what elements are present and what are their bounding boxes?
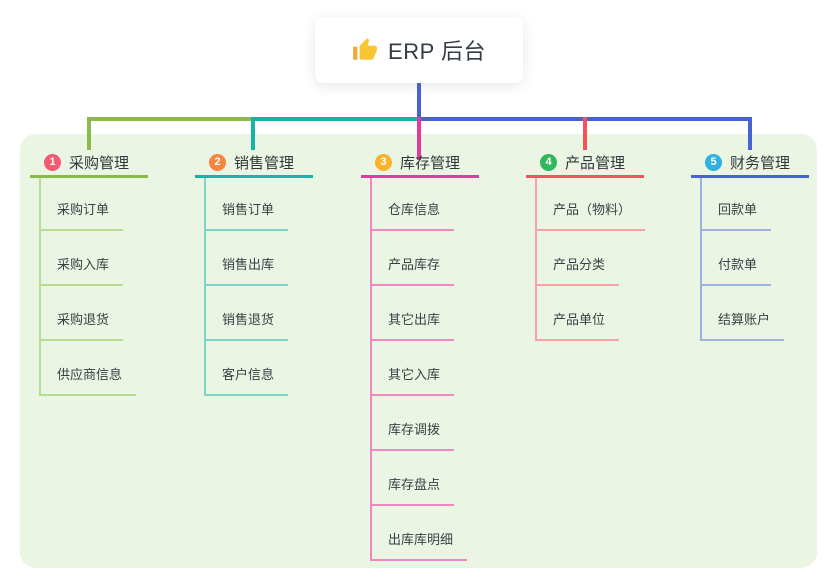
branch-header-2[interactable]: 2 销售管理 [209,151,294,173]
branch-number-badge: 5 [705,153,722,171]
branch-number-badge: 1 [44,153,61,171]
leaf-node[interactable]: 销售退货 [204,310,289,341]
leaf-node[interactable]: 产品分类 [535,255,620,286]
branch-title: 财务管理 [730,154,791,172]
branch-number-badge: 3 [375,153,392,171]
branch-trunk-line [535,178,537,341]
branch-underline [195,175,313,178]
branch-title: 产品管理 [565,154,626,172]
branch-title: 销售管理 [234,154,295,172]
root-node-erp[interactable]: ERP 后台 [315,17,523,83]
leaf-node[interactable]: 采购订单 [39,200,124,231]
branch-trunk-line [204,178,206,396]
connector-rail-segment [253,117,417,121]
leaf-node[interactable]: 销售订单 [204,200,289,231]
branch-header-3[interactable]: 3 库存管理 [375,151,460,173]
leaf-node[interactable]: 产品库存 [370,255,455,286]
leaf-node[interactable]: 结算账户 [700,310,785,341]
connector-drop-line [583,117,587,150]
branch-number-badge: 4 [540,153,557,171]
branch-trunk-line [39,178,41,396]
connector-drop-line [251,117,255,150]
root-node-title: ERP 后台 [388,39,486,64]
branch-header-5[interactable]: 5 财务管理 [705,151,790,173]
branch-underline [361,175,479,178]
leaf-node[interactable]: 付款单 [700,255,772,286]
branch-header-4[interactable]: 4 产品管理 [540,151,625,173]
leaf-node[interactable]: 产品单位 [535,310,620,341]
connector-drop-line [417,117,421,160]
branch-underline [526,175,644,178]
root-connector-line [417,83,421,121]
leaf-node[interactable]: 供应商信息 [39,365,137,396]
leaf-node[interactable]: 其它入库 [370,365,455,396]
thumbs-up-icon [352,37,378,63]
branch-number-badge: 2 [209,153,226,171]
branches-panel [20,134,817,568]
branch-underline [691,175,809,178]
leaf-node[interactable]: 库存调拨 [370,420,455,451]
leaf-node[interactable]: 回款单 [700,200,772,231]
leaf-node[interactable]: 销售出库 [204,255,289,286]
branch-header-1[interactable]: 1 采购管理 [44,151,129,173]
connector-rail-segment [87,117,253,121]
leaf-node[interactable]: 客户信息 [204,365,289,396]
leaf-node[interactable]: 其它出库 [370,310,455,341]
branch-trunk-line [700,178,702,341]
branch-title: 库存管理 [400,154,461,172]
connector-drop-line [87,117,91,150]
leaf-node[interactable]: 采购退货 [39,310,124,341]
connector-drop-line [748,117,752,150]
branch-underline [30,175,148,178]
leaf-node[interactable]: 库存盘点 [370,475,455,506]
leaf-node[interactable]: 出库库明细 [370,530,468,561]
leaf-node[interactable]: 采购入库 [39,255,124,286]
leaf-node[interactable]: 仓库信息 [370,200,455,231]
branch-trunk-line [370,178,372,561]
branch-title: 采购管理 [69,154,130,172]
leaf-node[interactable]: 产品（物料） [535,200,646,231]
